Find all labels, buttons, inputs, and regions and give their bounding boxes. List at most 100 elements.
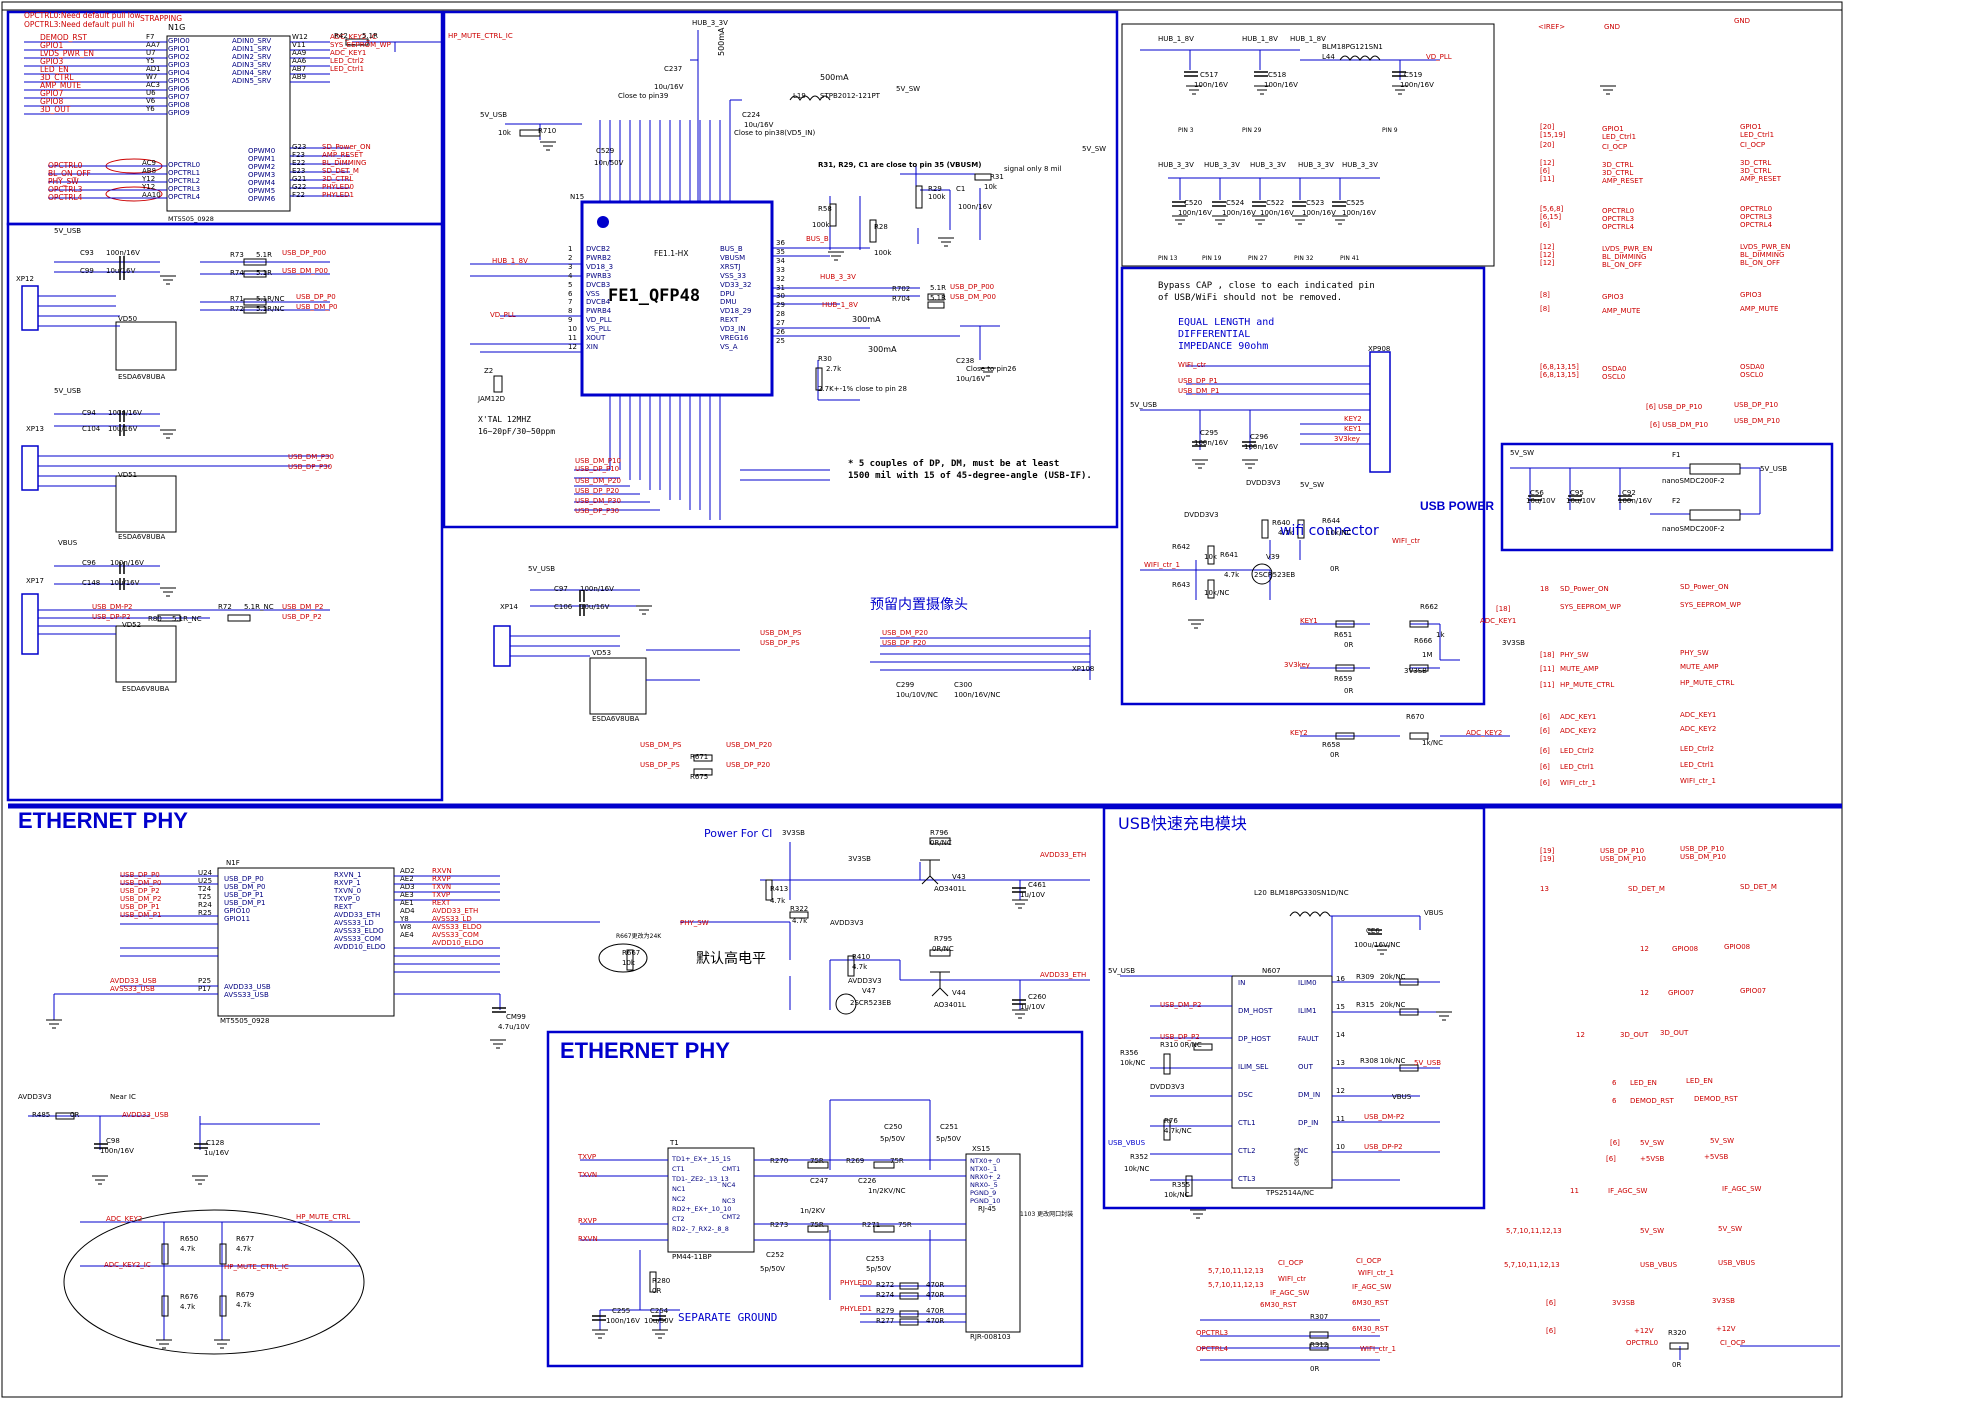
label-usb_charge-r_nums-3: 13 — [1336, 1059, 1345, 1067]
label-usb_ports-vd51: VD51 — [118, 471, 138, 479]
label-right_ref-rows-11-net: BL_ON_OFF — [1740, 259, 1781, 267]
label-usb_charge-l_pins-5: CTL1 — [1238, 1119, 1256, 1127]
label-usb_hub-dp30: USB_DP_P30 — [575, 507, 620, 515]
label-ethernet-right_pins-3: TXVP_0 — [334, 895, 361, 903]
label-power_ci-v47: V47 — [862, 987, 876, 995]
label-usb_charge-r310: R310 — [1160, 1041, 1179, 1049]
label-right_ref-r2-7-tag: [6] — [1540, 747, 1550, 755]
label-power_caps-hub33: HUB_3_3V — [1342, 161, 1378, 169]
label-wifi-wifi1: WIFI_ctr_1 — [1144, 561, 1181, 569]
label-usb_charge-r_nums-1: 15 — [1336, 1003, 1345, 1011]
label-right_ref-r2-9-name: WIFI_ctr_1 — [1560, 779, 1597, 787]
label-power_ci-r413v: 4.7k — [770, 897, 786, 905]
label-right_bottom-m30: 6M30_RST — [1352, 1325, 1389, 1333]
label-right_ref-rows-10-tag: [12] — [1540, 251, 1555, 259]
label-right_ref-r2-9-net: WIFI_ctr_1 — [1680, 777, 1717, 785]
label-usb_hub-vsw2: 5V_SW — [1082, 145, 1107, 153]
label-power_ci-r796: R796 — [930, 829, 949, 837]
label-ethernet-left_nets-4: USB_DP_P1 — [120, 903, 160, 911]
label-right_ref-rows-5-name: AMP_RESET — [1602, 177, 1643, 185]
label-n1g-gpio_pins-4: GPIO4 — [168, 69, 190, 77]
label-usb_charge-r310v: 0R/NC — [1180, 1041, 1202, 1049]
label-camera-dp2: USB_DP_P20 — [726, 761, 771, 769]
label-power_caps-v: 100n/16V — [1400, 81, 1434, 89]
label-power_caps-v: 100n/16V — [1260, 209, 1294, 217]
label-right_ref-rows-1-tag: [15,19] — [1540, 131, 1566, 139]
label-usb_charge-l20: L20 — [1254, 889, 1267, 897]
label-n1g-left_nets-5: 3D_CTRL — [40, 73, 74, 82]
label-usb_ports-r73v: 5.1R — [256, 251, 272, 259]
label-usb_ports-c148: C148 — [82, 579, 101, 587]
label-right_bottom-rows-6-tag: 6 — [1612, 1079, 1617, 1087]
label-right_ref-r2-6-net: ADC_KEY2 — [1680, 725, 1717, 733]
label-wifi-note2: of USB/WiFi should not be removed. — [1158, 293, 1343, 303]
label-ethernet-n1f: N1F — [226, 859, 240, 867]
label-wifi-v3key: 3V3key — [1334, 435, 1360, 443]
label-usb_charge-r352: R352 — [1130, 1153, 1149, 1161]
label-right_ref-rows-10-net: BL_DIMMING — [1740, 251, 1785, 259]
label-eth2-pins_l-2: TD1-_ZE2-_13_13 — [672, 1175, 729, 1183]
label-n1g-gpio_pins-3: GPIO3 — [168, 61, 190, 69]
label-eth2-r272: R272 — [876, 1281, 895, 1289]
label-right_ref-c56v: 10u/10V — [1526, 497, 1556, 505]
label-usb_charge-dm2: USB_DM_P2 — [1160, 1001, 1202, 1009]
label-usb_ports-c94v: 100n/16V — [108, 409, 142, 417]
label-power_ci-c260v: 1u/10V — [1020, 1003, 1045, 1011]
label-wifi-xp908: XP908 — [1368, 345, 1391, 353]
capacitor-marks — [94, 71, 1632, 1321]
label-usb_hub-left_nums-8: 9 — [568, 316, 573, 325]
label-right_bottom-rows-10-name: IF_AGC_SW — [1608, 1187, 1648, 1195]
label-usb_hub-c529: C529 — [596, 147, 615, 155]
label-usb_ports-c104: C104 — [82, 425, 101, 433]
label-right_bottom-rows-6-net: LED_EN — [1686, 1077, 1713, 1085]
label-usb_ports-r71: R71 — [230, 295, 244, 303]
label-usb_hub-note_dp: * 5 couples of DP, DM, must be at least — [848, 459, 1060, 469]
label-power_ci-avdd_eth: AVDD33_ETH — [1040, 851, 1087, 859]
label-right_ref-rows-2-tag: [20] — [1540, 141, 1555, 149]
label-power_caps-l44v: BLM18PG121SN1 — [1322, 43, 1383, 51]
label-usb_hub-right_nums-1: 35 — [776, 247, 785, 256]
label-usb_hub-left_pins-8: VD_PLL — [586, 316, 612, 325]
label-right_bottom-rows-1-name: USB_DM_P10 — [1600, 855, 1646, 863]
label-camera-xp108: XP108 — [1072, 665, 1095, 673]
label-usb_ports-dpp2b: USB_DP_P2 — [282, 613, 322, 621]
label-usb_hub-z2: Z2 — [484, 367, 494, 375]
label-camera-dp: USB_DP_PS — [760, 639, 800, 647]
label-right_ref-gnd: GND — [1604, 23, 1621, 31]
label-eth2-rj: RJ-45 — [978, 1205, 997, 1213]
label-usb_hub-vsw: 5V_SW — [896, 85, 921, 93]
label-ethernet-left_nets-0: USB_DP_P0 — [120, 871, 160, 879]
label-ethernet-left_nets-2: USB_DP_P2 — [120, 887, 160, 895]
label-ethernet-r667n: R667更改为24K — [616, 933, 662, 940]
label-keys-r676: R676 — [180, 1293, 199, 1301]
block-eth2 — [546, 1030, 1084, 1368]
label-right_ref-rows-4-net: 3D_CTRL — [1740, 167, 1772, 175]
label-ethernet-r485v: 0R — [70, 1111, 80, 1119]
label-right_ref-rows-8-net: OPCTRL4 — [1740, 221, 1773, 229]
label-usb_hub-right_nums-9: 27 — [776, 319, 785, 328]
label-n1g-adin_nums-0: W12 — [292, 33, 308, 41]
label-usb_charge-l_pins-0: IN — [1238, 979, 1246, 987]
label-right_ref-r2-6-tag: [6] — [1540, 727, 1550, 735]
label-right_bottom-rows-13-name: 3V3SB — [1612, 1299, 1635, 1307]
label-right_ref-rows-9-tag: [12] — [1540, 243, 1555, 251]
label-power_ci-def: 默认高电平 — [696, 951, 766, 967]
label-usb_charge-r_pins-4: DM_IN — [1298, 1091, 1321, 1099]
label-usb_hub-dp10: USB_DP_P10 — [575, 465, 620, 473]
label-ethernet-avdd: AVDD3V3 — [18, 1093, 52, 1101]
annotation-ellipses — [63, 158, 648, 1355]
label-right_ref-rows-14-tag: [6,8,13,15] — [1540, 363, 1579, 371]
label-right_bottom-rows-4-net: GPIO07 — [1740, 987, 1767, 995]
label-camera-c106: C106 — [554, 603, 573, 611]
label-n1g-adin_nums-2: AA9 — [292, 49, 307, 57]
label-power_caps-hub18: HUB_1_8V — [1158, 35, 1194, 43]
label-right_ref-rows-0-net: GPIO1 — [1740, 123, 1762, 131]
label-wifi-note5: IMPEDANCE 90ohm — [1178, 341, 1269, 352]
label-wifi-key1b: KEY1 — [1300, 617, 1318, 625]
label-usb_ports-dp30: USB_DP_P30 — [288, 463, 333, 471]
label-camera-c300v: 100n/16V/NC — [954, 691, 1001, 699]
label-ethernet-right_nets-6: AVSS33_LD — [432, 915, 472, 923]
label-power_caps-v: 100n/16V — [1264, 81, 1298, 89]
label-usb_ports-r73: R73 — [230, 251, 244, 259]
label-usb_charge-r309: R309 — [1356, 973, 1375, 981]
